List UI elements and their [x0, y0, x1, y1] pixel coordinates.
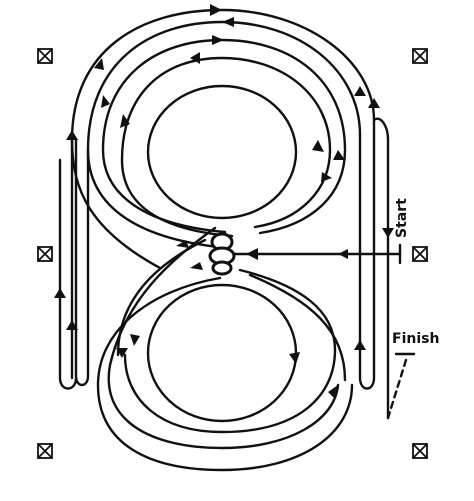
right-lane-inner — [358, 118, 376, 390]
crossing-path-4 — [248, 273, 347, 382]
arrow-lower-left-a — [116, 348, 128, 358]
arrow-upper-2 — [212, 35, 224, 45]
arrow-upper-right-b — [333, 150, 345, 160]
boxed-x-marker — [412, 48, 428, 64]
arrow-left-lane-1 — [66, 130, 78, 140]
arrow-lower-bottom — [328, 385, 338, 398]
arrow-lower-right-lane — [354, 340, 366, 350]
upper-path-1 — [120, 56, 332, 238]
cone-cluster-icon — [208, 232, 236, 276]
boxed-x-marker — [37, 443, 53, 459]
arrow-upper-right-c — [321, 172, 332, 182]
upper-island-loop — [146, 84, 298, 220]
right-lane-outer — [372, 117, 390, 420]
arrow-right-lane-3 — [382, 228, 394, 238]
boxed-x-marker — [37, 48, 53, 64]
arrow-lower-left-b — [130, 334, 140, 346]
arrow-upper-left-a — [94, 58, 104, 70]
arrow-left-lane-2 — [54, 288, 66, 298]
arrow-upper-3 — [222, 17, 234, 27]
arrow-crossing-a — [176, 240, 189, 248]
arrow-into-center — [246, 248, 258, 260]
upper-path-3 — [86, 20, 362, 250]
arrow-upper-top — [210, 4, 222, 16]
arrow-lower-right-a — [289, 352, 300, 364]
left-lane-cap — [58, 158, 78, 390]
boxed-x-marker — [412, 246, 428, 262]
upper-path-4 — [70, 8, 376, 270]
lower-path-outer — [96, 276, 354, 472]
arrow-upper-right-a — [312, 140, 324, 152]
arrow-right-lane-1 — [354, 86, 366, 96]
arrow-start-line — [338, 249, 348, 259]
left-lane-inner — [74, 138, 90, 387]
crossing-path-2 — [116, 238, 207, 357]
start-label: Start — [394, 198, 410, 238]
arrow-upper-4 — [190, 52, 200, 64]
arrow-right-lane-2 — [368, 98, 380, 108]
arrow-upper-left-b — [101, 95, 110, 108]
arrow-upper-left-c — [120, 114, 130, 128]
arrow-left-lane-3 — [66, 320, 78, 330]
boxed-x-marker — [37, 246, 53, 262]
arrow-crossing-b — [190, 262, 203, 270]
finish-label: Finish — [392, 331, 439, 347]
crossing-path-1 — [107, 226, 340, 450]
finish-dashed-line — [386, 358, 408, 420]
lower-island-loop — [146, 283, 298, 423]
crossing-path-3 — [123, 268, 337, 434]
boxed-x-marker — [412, 443, 428, 459]
